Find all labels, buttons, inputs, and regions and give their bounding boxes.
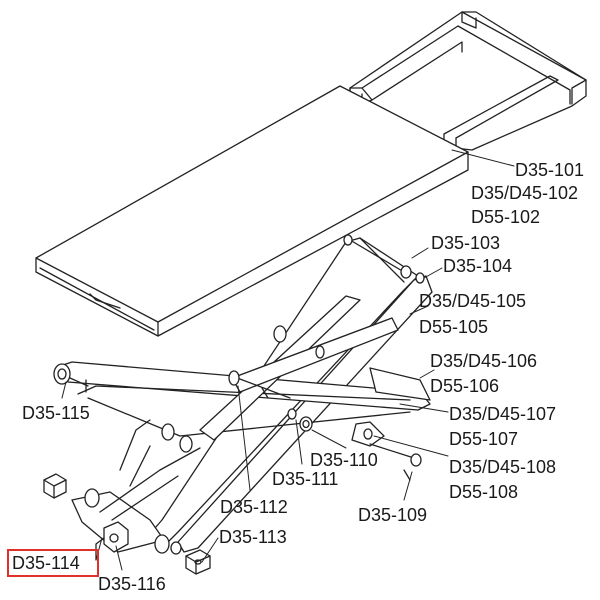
highlight-box — [7, 549, 99, 577]
label-d35-d45-108: D35/D45-108 — [449, 457, 557, 477]
label-d35-113: D35-113 — [219, 527, 287, 547]
label-d55-105: D55-105 — [419, 317, 489, 337]
label-d35-101: D35-101 — [515, 160, 585, 180]
label-d35-115: D35-115 — [22, 403, 90, 423]
leader-lines — [61, 149, 515, 571]
label-d35-112: D35-112 — [220, 497, 288, 517]
label-d55-102: D55-102 — [471, 207, 541, 227]
label-d35-d45-107: D35/D45-107 — [449, 404, 557, 424]
label-d35-104: D35-104 — [443, 256, 513, 276]
label-d35-109: D35-109 — [358, 505, 428, 525]
label-d35-d45-102: D35/D45-102 — [471, 183, 579, 203]
label-d35-103: D35-103 — [431, 233, 501, 253]
shafts-and-pins — [43, 234, 431, 575]
extension-frame — [349, 11, 587, 151]
label-d35-d45-106: D35/D45-106 — [430, 351, 538, 371]
label-d35-110: D35-110 — [310, 450, 378, 470]
label-d35-114: D35-114 — [12, 553, 80, 573]
label-d55-107: D55-107 — [449, 429, 519, 449]
platform-top — [35, 85, 469, 337]
label-d55-108: D55-108 — [449, 482, 519, 502]
label-d35-111: D35-111 — [272, 469, 339, 489]
label-d35-d45-105: D35/D45-105 — [419, 291, 527, 311]
label-d35-116: D35-116 — [98, 574, 166, 594]
label-d55-106: D55-106 — [430, 376, 500, 396]
